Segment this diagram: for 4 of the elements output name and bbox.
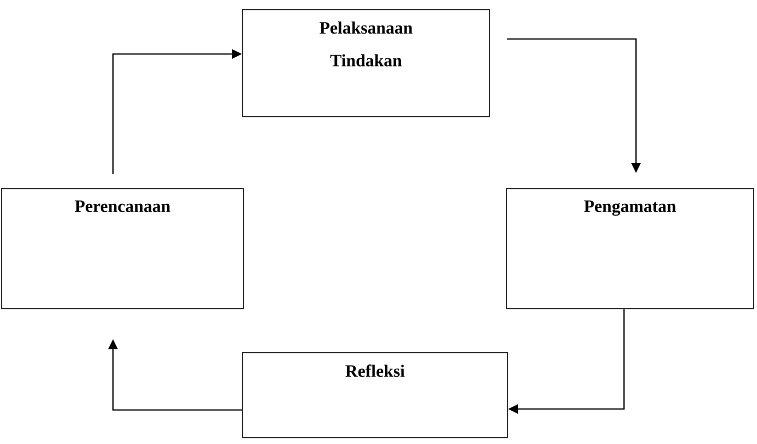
process-box: Perencanaan	[1, 188, 244, 310]
process-box: Pengamatan	[506, 188, 754, 310]
process-box: Pelaksanaan Tindakan	[242, 9, 490, 118]
process-box: Refleksi	[242, 352, 508, 438]
